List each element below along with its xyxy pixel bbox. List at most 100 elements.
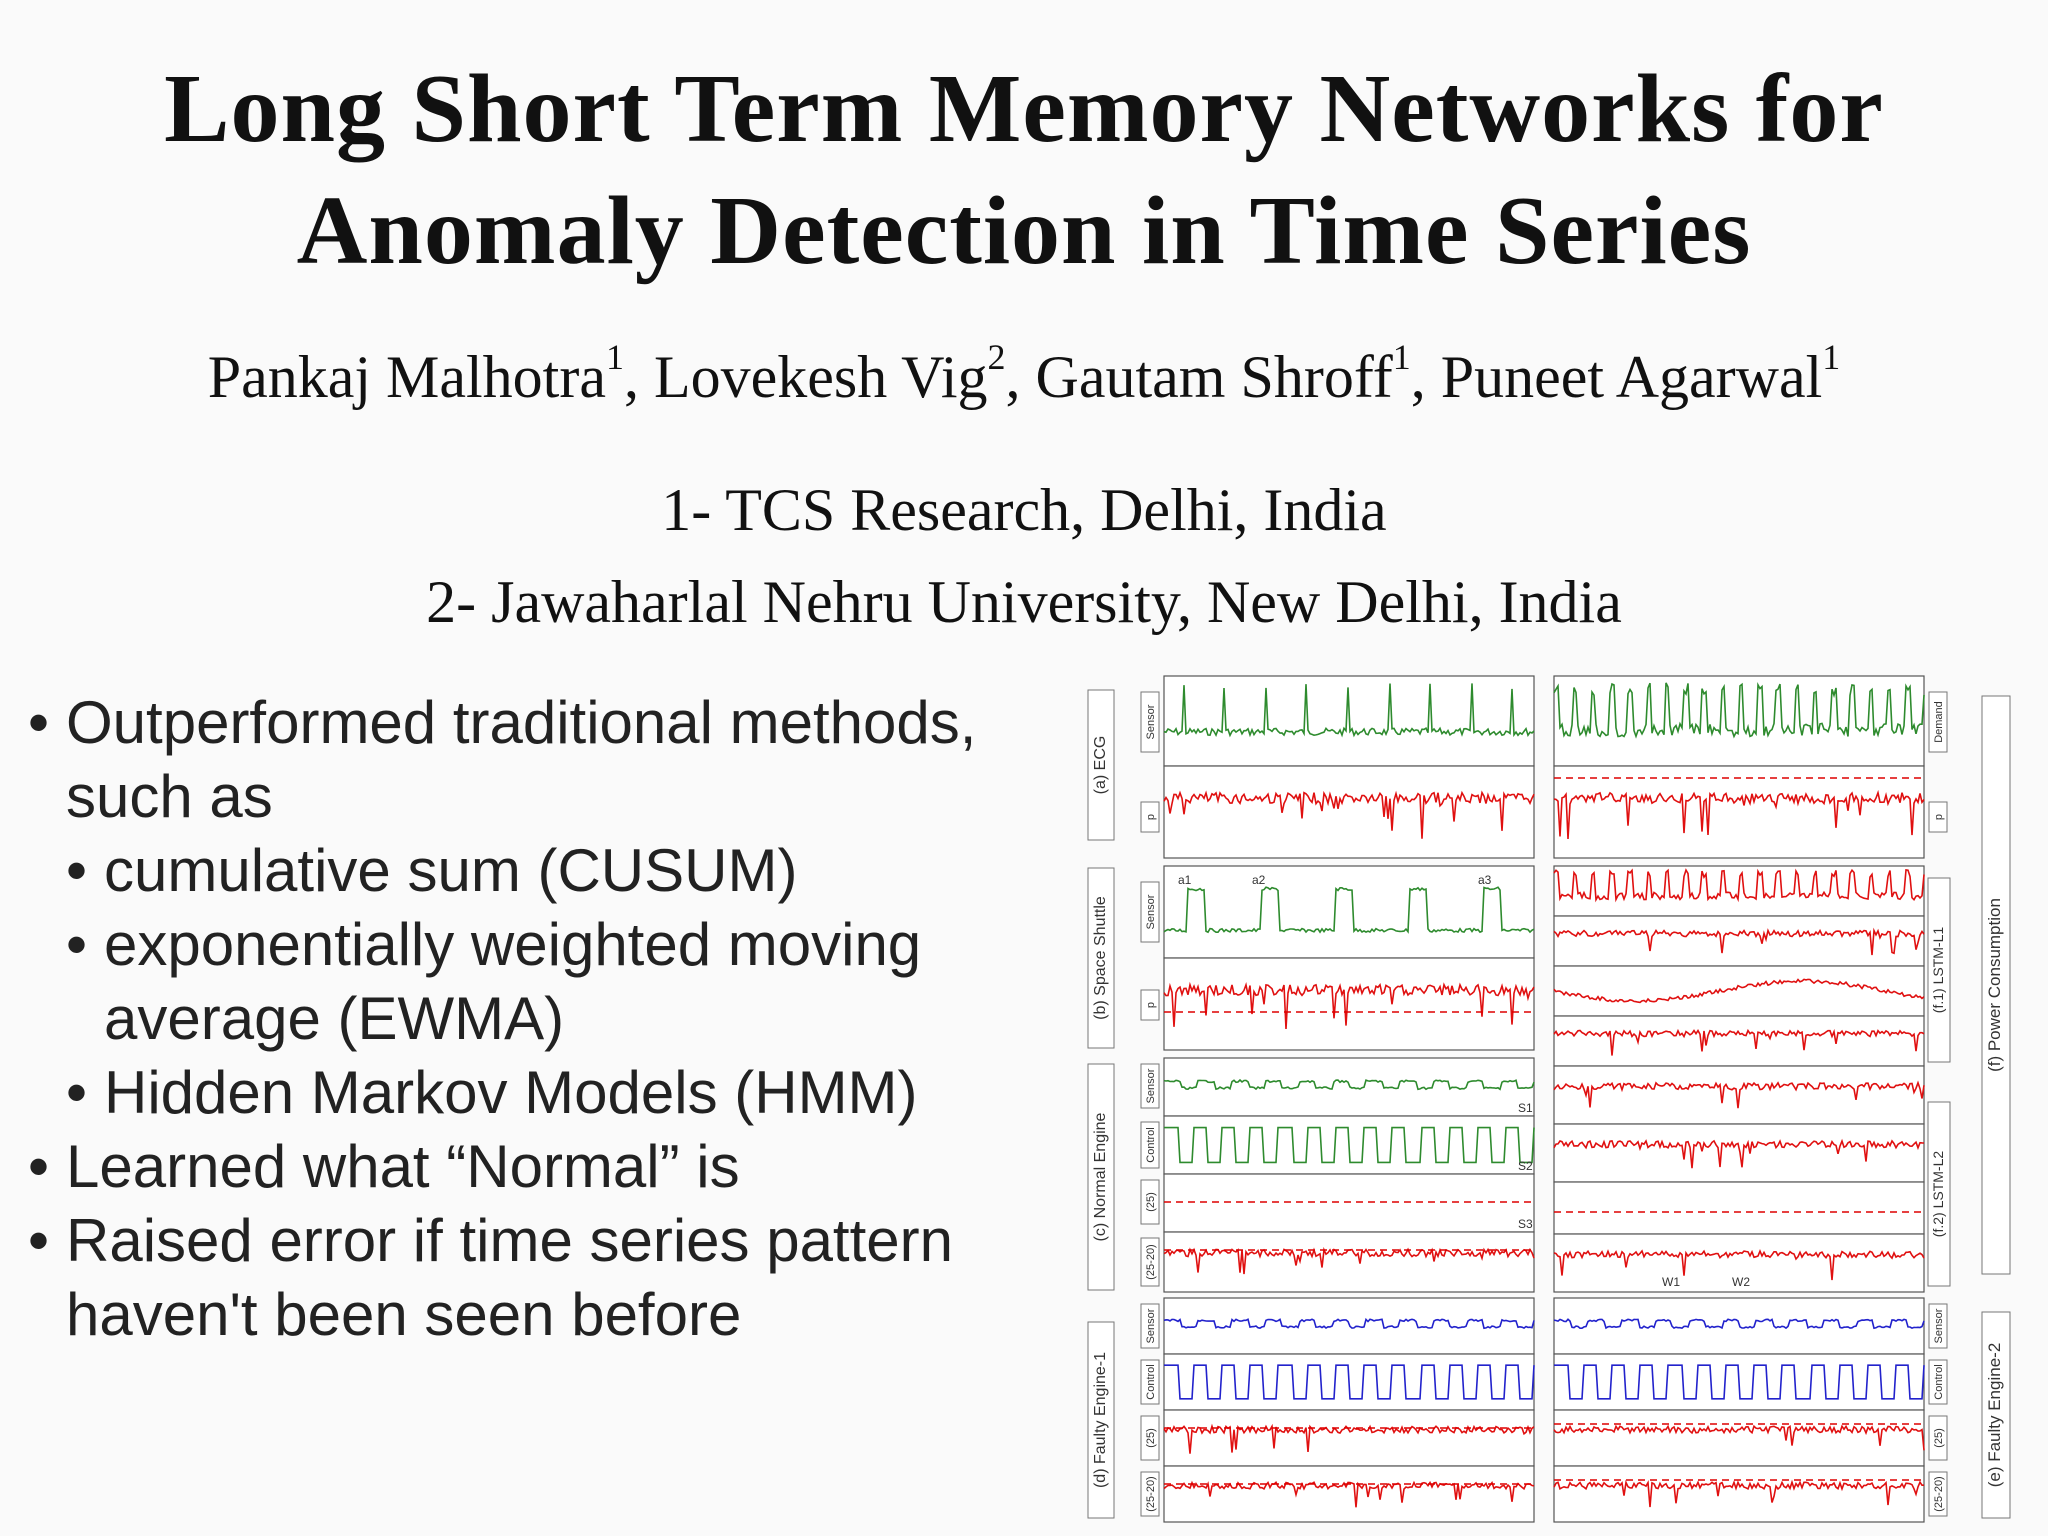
lstm-l1-a-series [1553,868,1925,903]
panel-f2-box [1927,1101,1951,1287]
affiliation-1: 1- TCS Research, Delhi, India [661,477,1387,543]
bullet-icon: • [28,1133,50,1200]
panel-f-box [1981,695,2011,1275]
panel-f2-label: (f.2) LSTM-L2 [1930,1151,1946,1238]
mark-s3: S3 [1518,1217,1533,1231]
faulty1-p2520-tag: (25-20) [1145,1476,1157,1511]
title-line-1: Long Short Term Memory Networks for [164,55,1884,163]
lstm-l1-c-plot [1553,965,1925,1017]
bullet-text: exponentially weighted moving average (E… [104,911,922,1052]
faulty1-control-series [1164,1364,1535,1400]
shuttle-p-plot [1163,957,1535,1051]
mark-w2: W2 [1732,1275,1750,1289]
ecg-p-tag: p [1145,814,1157,820]
faulty2-p2520-tag: (25-20) [1933,1476,1945,1511]
ecg-p-tag-box [1140,801,1160,833]
shuttle-p-tag-box [1140,989,1160,1021]
author-separator: , [623,344,654,410]
author-name: Puneet Agarwal [1440,344,1823,410]
bullet-item: •Learned what “Normal” is [28,1130,1068,1204]
author-list: Pankaj Malhotra1, Lovekesh Vig2, Gautam … [0,336,2048,412]
author-affiliation-mark: 1 [605,337,624,377]
author-affiliation-mark: 2 [987,337,1006,377]
bullet-item: •Outperformed traditional methods, such … [28,686,1068,834]
lstm-l1-d-plot [1553,1015,1925,1067]
mark-s1: S1 [1518,1101,1533,1115]
author-separator: , [1410,344,1441,410]
lstm-l2-a-series [1553,1080,1925,1109]
author-affiliation-mark: 1 [1822,337,1841,377]
faulty2-p25-tag: (25) [1933,1428,1945,1448]
faulty2-p25-plot [1553,1409,1925,1467]
power-p-tag-box [1928,801,1948,833]
mark-a3: a3 [1478,873,1492,887]
faulty2-p2520-plot [1553,1465,1925,1523]
lstm-l1-b-plot [1553,915,1925,967]
bullet-text: cumulative sum (CUSUM) [104,837,798,904]
lstm-l2-b-series [1553,1138,1925,1169]
bullet-item: •Raised error if time series pattern hav… [28,1204,1068,1352]
mark-a1: a1 [1178,873,1192,887]
lstm-l1-d-series [1553,1028,1925,1056]
power-demand-tag: Demand [1933,701,1945,743]
lstm-l2-c-plot [1553,1181,1925,1235]
normal-control-series [1164,1126,1535,1164]
power-p-series [1553,789,1925,840]
sub-bullet-item: •Hidden Markov Models (HMM) [28,1056,1068,1130]
power-demand-tag-box [1928,691,1948,753]
panel-e-label: (e) Faulty Engine-2 [1985,1343,2004,1488]
faulty1-p25-tag-box [1140,1415,1160,1461]
normal-sensor-series [1163,1078,1535,1091]
faulty1-p25-tag: (25) [1145,1428,1157,1448]
ecg-sensor-tag-box [1140,691,1160,753]
author-name: Lovekesh Vig [653,344,988,410]
faulty1-p2520-plot [1163,1465,1535,1523]
normal-sensor-tag: Sensor [1145,1068,1157,1103]
shuttle-p-tag: p [1145,1002,1157,1008]
panel-e-box [1981,1311,2011,1519]
author-name: Pankaj Malhotra [207,344,606,410]
bullet-icon: • [28,1207,50,1274]
shuttle-sensor-tag-box [1140,881,1160,943]
normal-p2520-tag-box [1140,1237,1160,1287]
ecg-p-series [1163,790,1535,839]
mark-a2: a2 [1252,873,1266,887]
lstm-l1-b-series [1553,927,1925,956]
faulty2-sensor-tag: Sensor [1933,1308,1945,1343]
faulty2-control-tag-box [1928,1359,1948,1405]
power-p-tag: p [1933,814,1945,820]
panel-d-label: (d) Faulty Engine-1 [1092,1352,1109,1488]
author-affiliation-mark: 1 [1392,337,1411,377]
faulty1-p2520-series [1163,1480,1535,1508]
ecg-sensor-tag: Sensor [1145,704,1157,739]
panel-b-box [1087,867,1115,1049]
paper-title: Long Short Term Memory Networks for Anom… [0,48,2048,292]
lstm-l2-d-plot [1553,1233,1925,1293]
faulty1-control-tag: Control [1145,1364,1157,1399]
normal-control-tag-box [1140,1121,1160,1169]
normal-control-tag: Control [1145,1127,1157,1162]
title-line-2: Anomaly Detection in Time Series [296,177,1752,285]
bullet-text: Learned what “Normal” is [66,1133,740,1200]
bullet-icon: • [66,837,88,904]
author-separator: , [1005,344,1036,410]
faulty1-p25-plot [1163,1409,1535,1467]
author-name: Gautam Shroff [1035,344,1393,410]
ecg-sensor-series [1163,683,1535,738]
bullet-icon: • [28,689,50,756]
lstm-l2-d-series [1553,1249,1925,1281]
sub-bullet-item: •cumulative sum (CUSUM) [28,834,1068,908]
normal-p2520-plot [1163,1231,1535,1293]
lstm-l2-b-plot [1553,1123,1925,1183]
power-demand-series [1553,681,1925,739]
faulty2-p25-series [1553,1424,1925,1451]
normal-sensor-tag-box [1140,1063,1160,1109]
lstm-l1-c-series [1553,978,1925,1004]
normal-p25-plot [1163,1173,1535,1233]
mark-s2: S2 [1518,1159,1533,1173]
panel-b-label: (b) Space Shuttle [1092,896,1109,1020]
normal-p2520-tag: (25-20) [1145,1244,1157,1279]
panel-f-label: (f) Power Consumption [1985,898,2004,1072]
bullet-text: Raised error if time series pattern have… [66,1207,953,1348]
